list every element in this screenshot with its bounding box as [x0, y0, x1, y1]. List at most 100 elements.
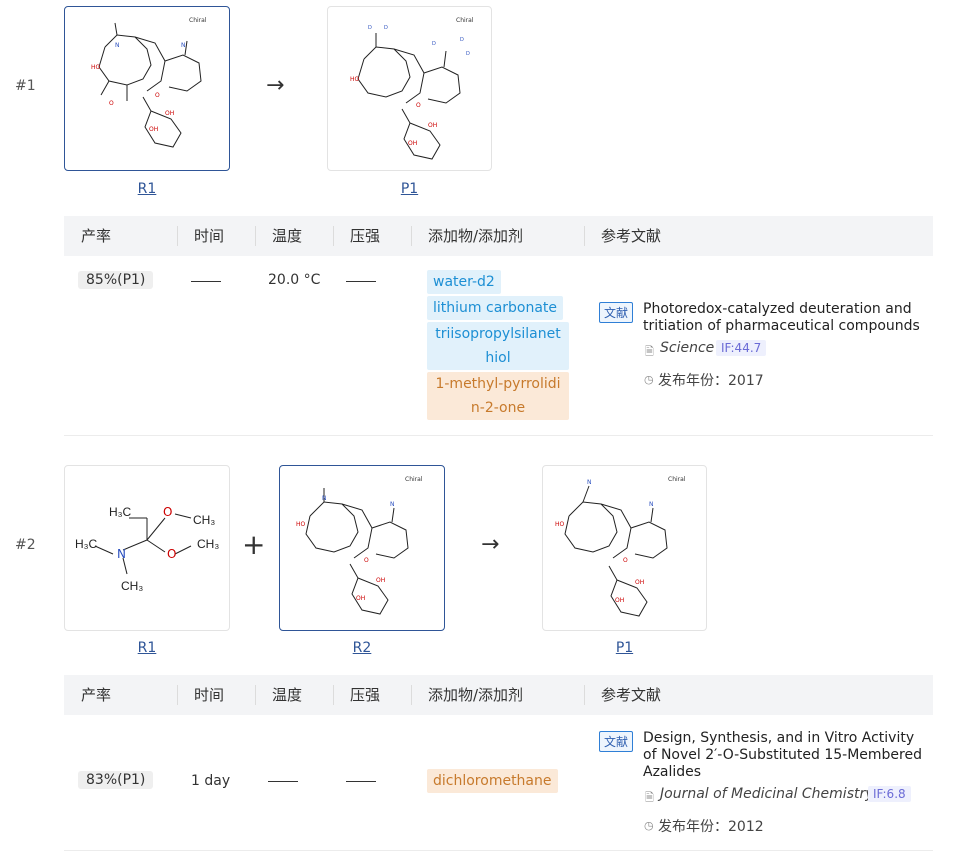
reference-title-link[interactable]: Design, Synthesis, and in Vitro Activity… — [643, 730, 922, 780]
document-icon: 🗎 — [645, 791, 654, 804]
svg-text:D: D — [384, 25, 388, 31]
publish-year: 发布年份：2012 — [658, 819, 764, 835]
molecule-card-r2[interactable]: Chiral HO O OH OH N N — [279, 465, 445, 631]
column-header-temperature: 温度 — [255, 226, 302, 246]
clock-icon: ◷ — [644, 373, 654, 386]
svg-text:N: N — [390, 501, 395, 508]
column-header-time: 时间 — [177, 226, 224, 246]
column-header-temperature: 温度 — [255, 685, 302, 705]
svg-text:OH: OH — [428, 122, 437, 129]
column-header-reference: 参考文献 — [584, 685, 661, 705]
svg-text:OH: OH — [149, 126, 158, 133]
svg-text:O: O — [364, 557, 369, 564]
svg-text:O: O — [163, 505, 172, 519]
column-header-yield: 产率 — [81, 686, 112, 704]
svg-text:N: N — [587, 479, 592, 486]
additive-chip[interactable]: lithium carbonate — [427, 296, 564, 320]
svg-text:N: N — [649, 501, 654, 508]
chiral-label: Chiral — [456, 17, 474, 24]
journal-name: Science — [660, 340, 715, 356]
column-header-yield: 产率 — [81, 227, 112, 245]
additive-chip[interactable]: water-d2 — [427, 270, 501, 294]
time-empty-dash — [191, 281, 221, 282]
column-header-time: 时间 — [177, 685, 224, 705]
column-header-pressure: 压强 — [333, 226, 380, 246]
svg-text:N: N — [115, 42, 120, 49]
additive-chip[interactable]: 1-methyl-pyrrolidin-2-one — [427, 372, 569, 420]
molecule-label-r1[interactable]: R1 — [137, 640, 157, 656]
svg-text:O: O — [109, 100, 114, 107]
journal-name: Journal of Medicinal Chemistry — [660, 786, 874, 802]
additive-chip[interactable]: triisopropylsilanethiol — [427, 322, 569, 370]
right-arrow-icon: → — [481, 532, 500, 557]
svg-text:CH₃: CH₃ — [193, 513, 215, 527]
svg-text:CH₃: CH₃ — [197, 537, 219, 551]
row-divider — [64, 850, 933, 851]
row-divider — [64, 435, 933, 436]
reaction-number: #1 — [15, 78, 36, 94]
temperature-empty-dash — [268, 781, 298, 782]
column-header-reference: 参考文献 — [584, 226, 661, 246]
svg-text:HO: HO — [91, 64, 101, 71]
molecule-card-p1[interactable]: Chiral HO O OH OH N N — [542, 465, 707, 631]
svg-text:O: O — [167, 547, 176, 561]
svg-text:OH: OH — [635, 579, 644, 586]
yield-tag: 83%(P1) — [78, 771, 154, 789]
molecule-structure-icon: HO O OH OH N N — [296, 488, 409, 615]
additive-chip[interactable]: dichloromethane — [427, 769, 558, 793]
svg-text:N: N — [322, 495, 327, 502]
svg-text:HO: HO — [555, 521, 565, 528]
svg-text:N: N — [181, 42, 186, 49]
column-header-additives: 添加物/添加剂 — [411, 685, 523, 705]
document-badge: 文献 — [599, 302, 634, 323]
plus-icon: + — [242, 528, 266, 561]
svg-text:O: O — [155, 92, 160, 99]
svg-text:OH: OH — [356, 595, 365, 602]
clock-icon: ◷ — [644, 819, 654, 832]
molecule-label-p1[interactable]: P1 — [615, 640, 634, 656]
right-arrow-icon: → — [266, 73, 285, 98]
molecule-label-r2[interactable]: R2 — [352, 640, 372, 656]
document-icon: 🗎 — [645, 345, 654, 358]
conditions-table-header: 产率 时间 温度 压强 添加物/添加剂 参考文献 — [64, 675, 933, 715]
svg-text:O: O — [623, 557, 628, 564]
document-badge: 文献 — [599, 731, 634, 752]
chiral-label: Chiral — [189, 17, 207, 24]
temperature-value: 20.0 °C — [268, 272, 321, 288]
yield-tag: 85%(P1) — [78, 271, 154, 289]
pressure-empty-dash — [346, 781, 376, 782]
reaction-number: #2 — [15, 537, 36, 553]
molecule-structure-icon: HO O OH OH O N N — [91, 22, 202, 148]
pressure-empty-dash — [346, 281, 376, 282]
svg-text:H₃C: H₃C — [75, 537, 98, 551]
reference-title-link[interactable]: Photoredox-catalyzed deuteration and tri… — [643, 301, 920, 334]
chiral-label: Chiral — [668, 476, 686, 483]
time-value: 1 day — [191, 773, 231, 789]
impact-factor-tag: IF:44.7 — [716, 340, 767, 356]
svg-text:D: D — [466, 51, 470, 57]
svg-text:OH: OH — [165, 110, 174, 117]
molecule-label-p1[interactable]: P1 — [400, 181, 419, 197]
chiral-label: Chiral — [405, 476, 423, 483]
impact-factor-tag: IF:6.8 — [868, 786, 911, 802]
conditions-table-header: 产率 时间 温度 压强 添加物/添加剂 参考文献 — [64, 216, 933, 256]
svg-text:OH: OH — [408, 140, 417, 147]
svg-text:D: D — [368, 25, 372, 31]
svg-text:HO: HO — [296, 521, 306, 528]
column-header-pressure: 压强 — [333, 685, 380, 705]
svg-text:D: D — [460, 37, 464, 43]
svg-text:D: D — [432, 41, 436, 47]
svg-text:OH: OH — [376, 577, 385, 584]
publish-year: 发布年份：2017 — [658, 373, 764, 389]
molecule-card-r1[interactable]: Chiral HO O OH OH O N N — [64, 6, 230, 171]
svg-text:OH: OH — [615, 597, 624, 604]
svg-text:CH₃: CH₃ — [121, 579, 143, 593]
svg-text:H₃C: H₃C — [109, 505, 132, 519]
molecule-label-r1[interactable]: R1 — [137, 181, 157, 197]
column-header-additives: 添加物/添加剂 — [411, 226, 523, 246]
svg-text:HO: HO — [350, 76, 360, 83]
